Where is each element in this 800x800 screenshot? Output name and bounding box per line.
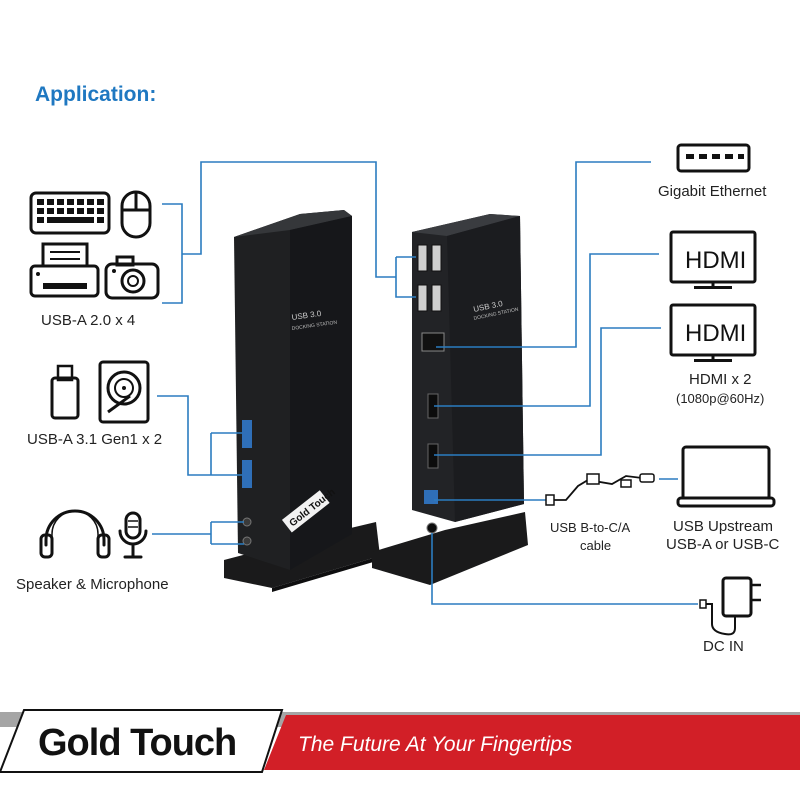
power-adapter-icon bbox=[699, 576, 761, 636]
title: Application: bbox=[35, 83, 156, 106]
label-speaker-mic: Speaker & Microphone bbox=[16, 576, 169, 593]
label-usb-a-2: USB-A 2.0 x 4 bbox=[41, 312, 135, 329]
label-usb-a-31: USB-A 3.1 Gen1 x 2 bbox=[27, 431, 162, 448]
monitor-2-label: HDMI bbox=[685, 320, 746, 347]
laptop-icon bbox=[676, 445, 776, 508]
label-gigabit-ethernet: Gigabit Ethernet bbox=[658, 183, 767, 200]
label-upstream-line1: USB Upstream bbox=[673, 518, 773, 535]
mouse-icon bbox=[120, 190, 152, 239]
monitor-icon: HDMI bbox=[669, 303, 757, 362]
label-usb-cable-line2: cable bbox=[580, 538, 611, 553]
label-upstream-line2: USB-A or USB-C bbox=[666, 536, 780, 553]
label-hdmi-count: HDMI x 2 bbox=[689, 371, 752, 388]
microphone-icon bbox=[118, 511, 148, 559]
headphones-icon bbox=[39, 509, 111, 559]
usb-cable-icon bbox=[545, 473, 655, 506]
monitor-icon: HDMI bbox=[669, 230, 757, 289]
camera-icon bbox=[104, 255, 160, 300]
monitor-1-label: HDMI bbox=[685, 247, 746, 274]
dock-back-unit: USB 3.0 DOCKING STATION bbox=[372, 214, 528, 585]
brand-tagline: The Future At Your Fingertips bbox=[298, 733, 573, 756]
dock-sticker bbox=[281, 490, 330, 533]
keyboard-icon bbox=[29, 191, 111, 235]
connector-lines bbox=[152, 161, 698, 605]
dock-front-unit: USB 3.0 DOCKING STATION Gold Touch bbox=[224, 210, 380, 592]
ethernet-switch-icon bbox=[676, 143, 751, 173]
label-hdmi-resolution: (1080p@60Hz) bbox=[676, 391, 764, 406]
label-usb-cable-line1: USB B-to-C/A bbox=[550, 520, 631, 535]
dock-front-text: USB 3.0 bbox=[291, 309, 322, 322]
hard-drive-icon bbox=[98, 360, 150, 424]
printer-icon bbox=[29, 242, 100, 298]
usb-stick-icon bbox=[50, 364, 80, 420]
brand-logo: Gold Touch bbox=[38, 722, 236, 764]
brand-banner: Gold Touch The Future At Your Fingertips bbox=[0, 709, 800, 773]
label-dc-in: DC IN bbox=[703, 638, 744, 655]
